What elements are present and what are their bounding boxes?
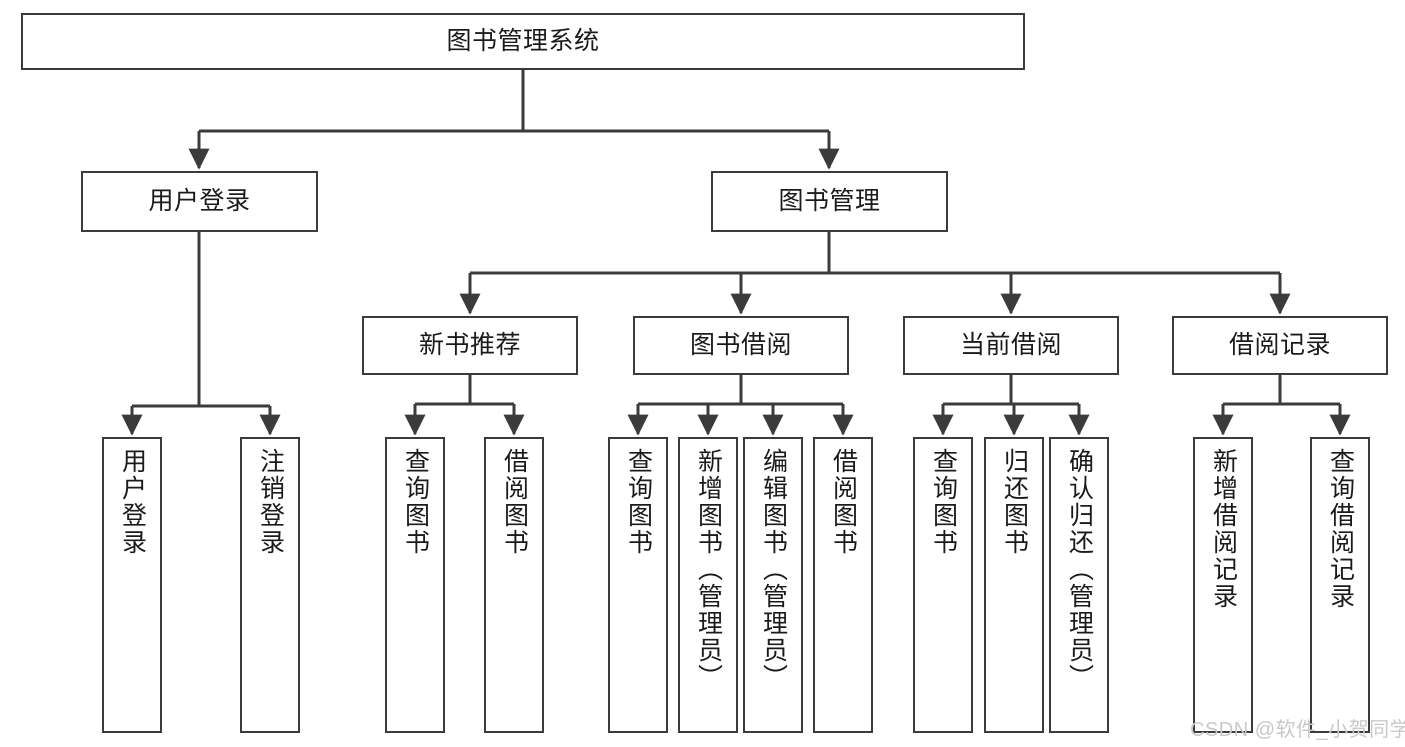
node-label: 注销登录 [256, 448, 285, 556]
node-label: 借阅图书 [829, 448, 858, 556]
node-label: 查询图书 [401, 448, 430, 556]
node-label: 借阅图书 [500, 448, 529, 556]
node-label: 图书管理系统 [446, 27, 600, 56]
node-label: 新书推荐 [418, 331, 521, 360]
node-book-borrow[interactable]: 图书借阅 [633, 316, 849, 375]
node-label: 归还图书 [1000, 448, 1029, 556]
node-leaf-edit-book-admin[interactable]: 编辑图书（管理员） [743, 437, 803, 733]
node-label: 用户登录 [118, 448, 147, 556]
node-root-book-management-system[interactable]: 图书管理系统 [21, 13, 1025, 70]
node-book-management[interactable]: 图书管理 [711, 171, 948, 232]
node-label: 新增图书（管理员） [694, 448, 723, 691]
node-leaf-user-login[interactable]: 用户登录 [102, 437, 162, 733]
node-leaf-add-book-admin[interactable]: 新增图书（管理员） [678, 437, 738, 733]
node-current-borrow[interactable]: 当前借阅 [903, 316, 1119, 375]
node-label: 用户登录 [148, 187, 251, 216]
node-label: 查询图书 [929, 448, 958, 556]
node-leaf-query-borrow-record[interactable]: 查询借阅记录 [1310, 437, 1370, 733]
node-label: 借阅记录 [1228, 331, 1331, 360]
node-label: 图书管理 [778, 187, 881, 216]
node-label: 查询借阅记录 [1326, 448, 1355, 610]
node-leaf-confirm-return-admin[interactable]: 确认归还（管理员） [1049, 437, 1109, 733]
node-label: 编辑图书（管理员） [759, 448, 788, 691]
node-label: 图书借阅 [689, 331, 792, 360]
node-leaf-return-book[interactable]: 归还图书 [984, 437, 1044, 733]
node-label: 当前借阅 [959, 331, 1062, 360]
node-leaf-borrow-book-newbook[interactable]: 借阅图书 [484, 437, 544, 733]
node-leaf-query-book-newbook[interactable]: 查询图书 [385, 437, 445, 733]
node-new-book-recommend[interactable]: 新书推荐 [362, 316, 578, 375]
node-label: 确认归还（管理员） [1065, 448, 1094, 691]
node-label: 查询图书 [624, 448, 653, 556]
node-user-login[interactable]: 用户登录 [81, 171, 318, 232]
node-leaf-query-book-current[interactable]: 查询图书 [913, 437, 973, 733]
node-leaf-borrow-book[interactable]: 借阅图书 [813, 437, 873, 733]
node-borrow-record[interactable]: 借阅记录 [1172, 316, 1388, 375]
watermark-text: CSDN @软件_小贺同学 [1190, 719, 1405, 741]
node-leaf-add-borrow-record[interactable]: 新增借阅记录 [1193, 437, 1253, 733]
node-label: 新增借阅记录 [1209, 448, 1238, 610]
node-leaf-query-book-borrow[interactable]: 查询图书 [608, 437, 668, 733]
node-leaf-logout[interactable]: 注销登录 [240, 437, 300, 733]
